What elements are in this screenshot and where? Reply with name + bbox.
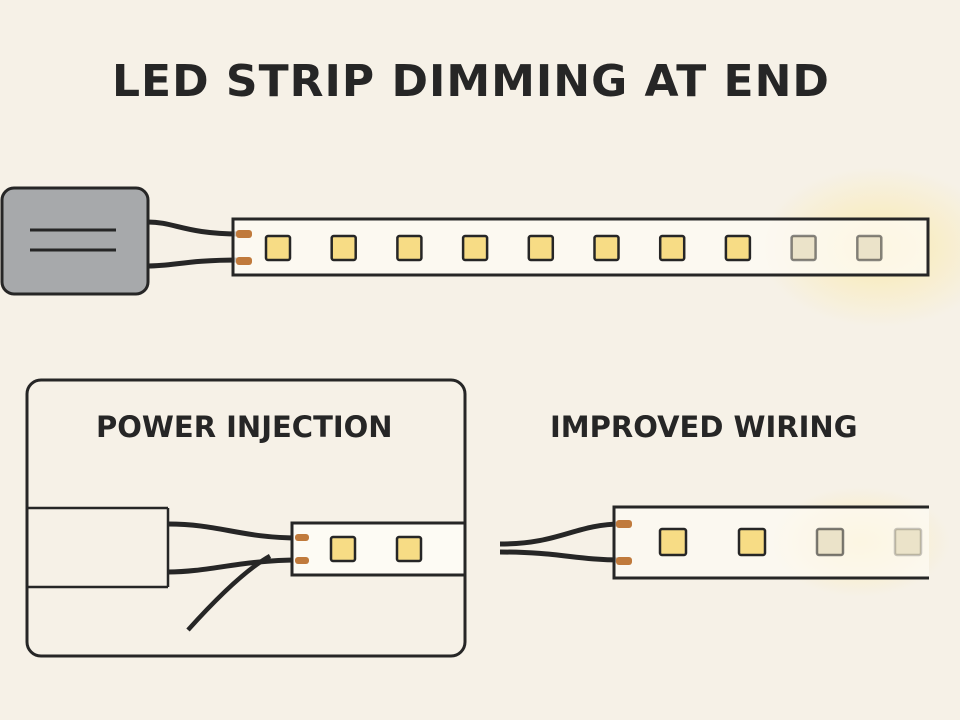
led-row: [329, 535, 423, 563]
supply-wire: [147, 257, 241, 269]
solder-pad: [295, 557, 309, 564]
led-chip: [724, 234, 752, 262]
solder-pad: [616, 557, 632, 565]
solder-pad: [616, 520, 632, 528]
injection-wire: [167, 557, 301, 575]
page-title: LED STRIP DIMMING AT END: [112, 56, 830, 107]
led-chip: [790, 234, 817, 262]
supply-wire: [147, 219, 241, 237]
led-chip: [658, 527, 688, 557]
led-chip: [856, 234, 883, 262]
improved-wiring-label: IMPROVED WIRING: [550, 410, 858, 444]
top-strip-group: [0, 167, 960, 327]
improved-strip: [612, 505, 929, 580]
solder-pad: [236, 257, 252, 265]
solder-pad: [236, 230, 252, 238]
injection-wire: [167, 521, 301, 541]
injection-wire: [186, 554, 272, 632]
power-supply-icon: [0, 186, 150, 296]
injection-strip: [290, 521, 467, 577]
led-row: [264, 234, 883, 262]
power-injection-label: POWER INJECTION: [96, 410, 393, 444]
led-chip: [396, 234, 423, 262]
led-chip: [461, 234, 489, 262]
led-chip: [658, 234, 686, 262]
improved-wiring-group: [499, 487, 950, 597]
led-chip: [264, 234, 292, 262]
led-chip: [527, 234, 555, 262]
led-chip: [330, 234, 357, 262]
led-chip: [893, 527, 923, 557]
improved-wire: [499, 521, 623, 547]
led-chip: [815, 527, 845, 557]
improved-wire: [499, 549, 623, 563]
power-injection-panel: [25, 378, 467, 658]
solder-pad: [295, 534, 309, 541]
led-row: [658, 527, 923, 557]
led-chip: [329, 535, 357, 563]
led-chip: [593, 234, 620, 262]
panel-frame: [25, 378, 467, 658]
led-chip: [737, 527, 767, 557]
led-chip: [395, 535, 423, 563]
